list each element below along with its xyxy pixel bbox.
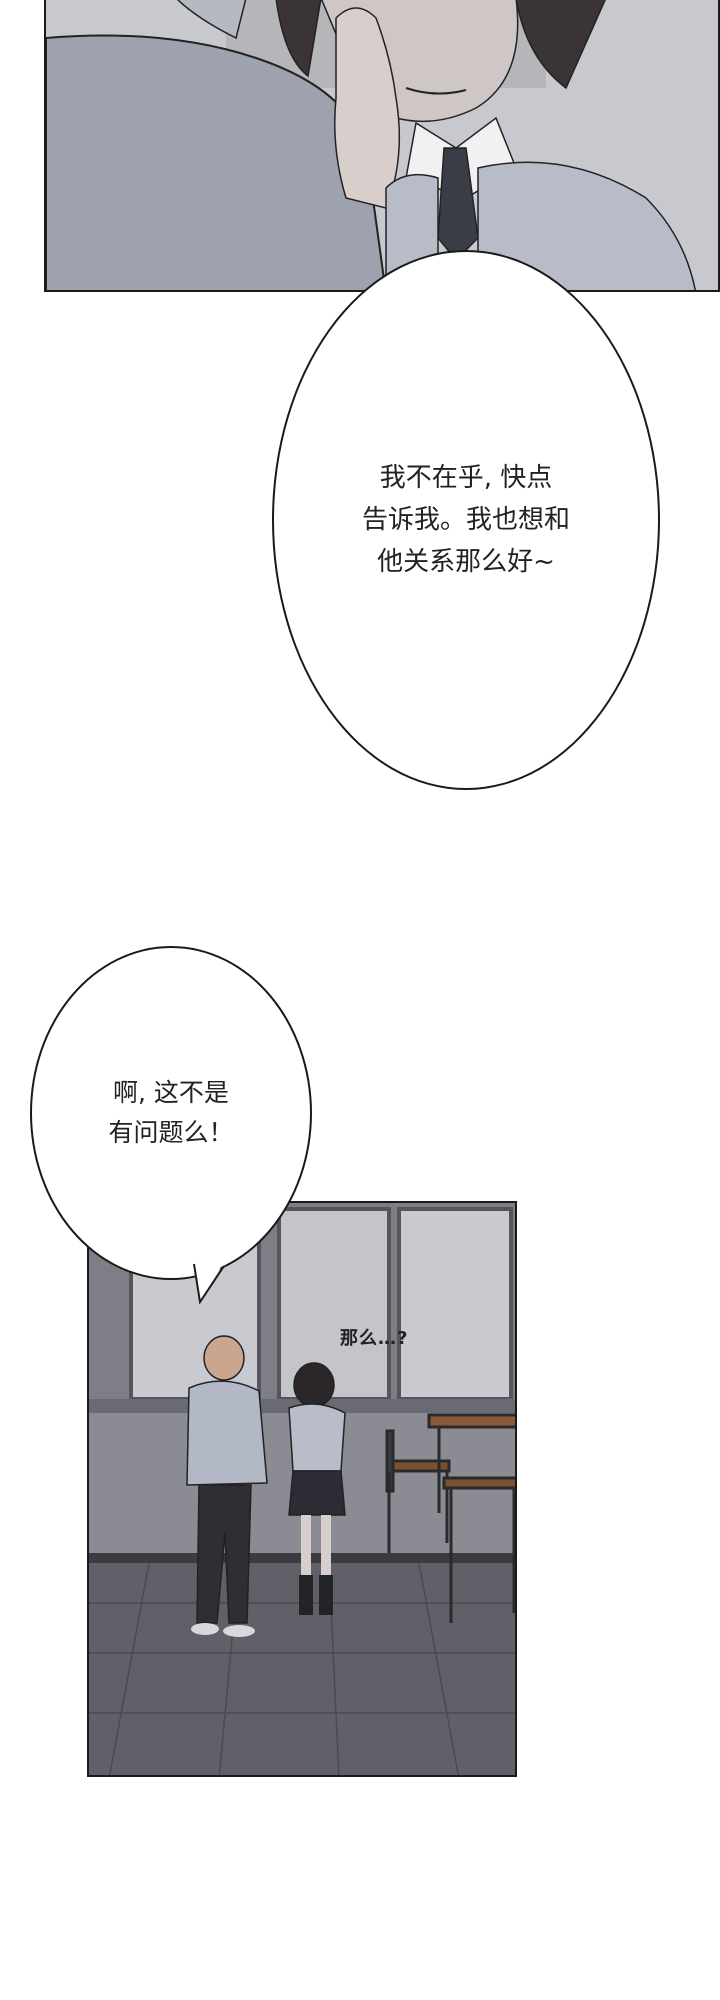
panel-bottom-illustration <box>89 1203 515 1775</box>
panel-top-illustration <box>46 0 718 290</box>
hand <box>334 7 401 209</box>
comic-panel-top <box>44 0 720 292</box>
student-boy <box>186 1335 268 1637</box>
speech-bubble-2: 啊, 这不是 有问题么！ <box>30 946 312 1280</box>
desk-chair <box>385 1413 515 1623</box>
window <box>129 1207 513 1401</box>
sfx-text: 那么…? <box>340 1328 409 1349</box>
comic-panel-bottom: 那么…? <box>87 1201 517 1777</box>
student-girl <box>288 1362 346 1615</box>
necktie <box>437 147 479 262</box>
speech-bubble: 我不在乎, 快点 告诉我。我也想和 他关系那么好~ <box>272 250 660 790</box>
speech-text-2: 啊, 这不是 有问题么！ <box>108 1078 234 1147</box>
hair <box>275 0 322 78</box>
speech-text: 我不在乎, 快点 告诉我。我也想和 他关系那么好~ <box>361 463 570 577</box>
sweater <box>477 161 696 290</box>
speech-bubble-tail <box>193 1262 225 1304</box>
